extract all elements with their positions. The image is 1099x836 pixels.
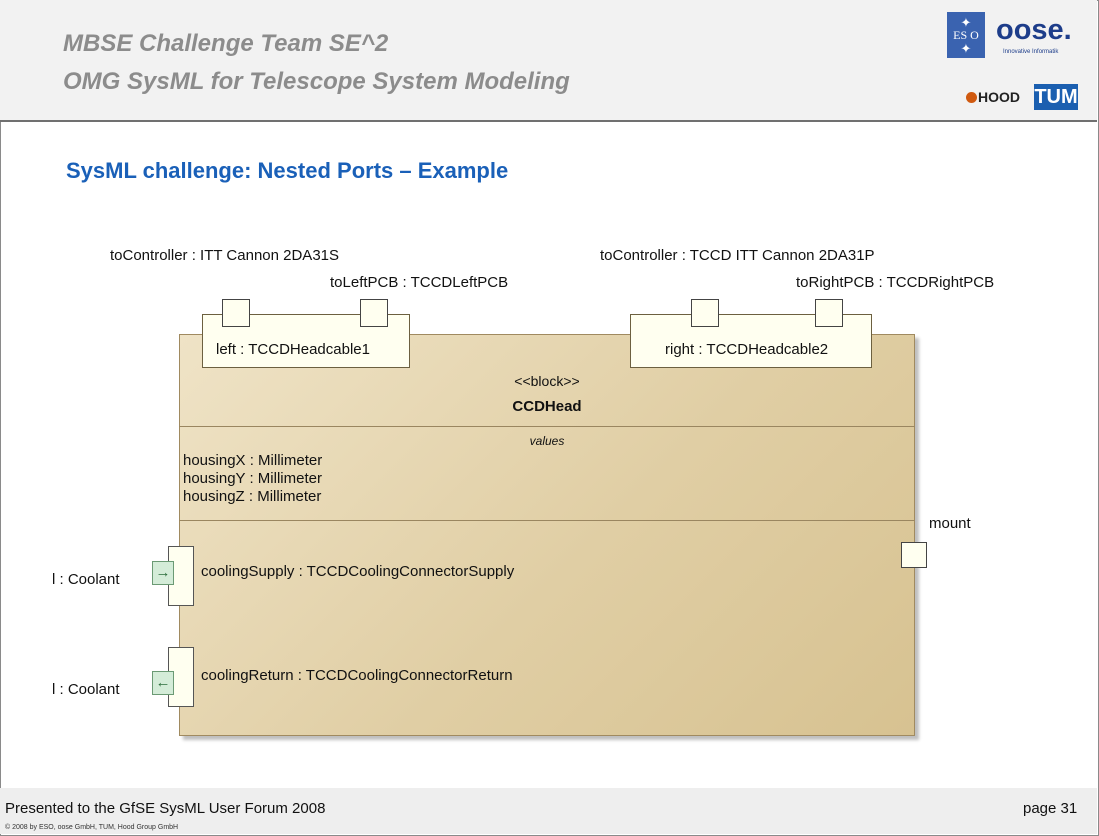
- right-outer-port-label: toController : TCCD ITT Cannon 2DA31P: [600, 247, 875, 264]
- right-part-label: right : TCCDHeadcable2: [665, 341, 829, 358]
- right-inner-port-label: toRightPCB : TCCDRightPCB: [796, 274, 995, 291]
- header-line-2: OMG SysML for Telescope System Modeling: [63, 68, 570, 95]
- left-outer-port[interactable]: [222, 299, 250, 327]
- cooling-return-label: coolingReturn : TCCDCoolingConnectorRetu…: [201, 667, 513, 684]
- arrow-left-icon[interactable]: ←: [152, 671, 174, 695]
- mount-port-label: mount: [929, 515, 971, 532]
- block-stereotype: <<block>>: [514, 373, 580, 389]
- ccdhead-block[interactable]: [179, 334, 915, 736]
- slide-title: SysML challenge: Nested Ports – Example: [66, 158, 509, 183]
- left-outer-port-label: toController : ITT Cannon 2DA31S: [110, 247, 340, 264]
- value-property: housingY : Millimeter: [183, 470, 322, 487]
- page-number: page 31: [1023, 800, 1078, 817]
- cooling-supply-label: coolingSupply : TCCDCoolingConnectorSupp…: [201, 563, 515, 580]
- oose-logo: oose.: [996, 14, 1072, 46]
- header-line-1: MBSE Challenge Team SE^2: [63, 30, 389, 57]
- arrow-right-icon[interactable]: →: [152, 561, 174, 585]
- compartment-divider: [179, 520, 915, 521]
- compartment-divider: [179, 426, 915, 427]
- values-compartment-header: values: [529, 434, 565, 448]
- left-inner-port[interactable]: [360, 299, 388, 327]
- footer-copyright: © 2008 by ESO, oose GmbH, TUM, Hood Grou…: [5, 824, 179, 831]
- cooling-supply-flow-label: l : Coolant: [52, 571, 120, 588]
- right-outer-port[interactable]: [691, 299, 719, 327]
- hood-logo-mark: [966, 92, 977, 103]
- value-property: housingX : Millimeter: [183, 452, 323, 469]
- tum-logo: TUM: [1034, 84, 1078, 110]
- footer-presented: Presented to the GfSE SysML User Forum 2…: [5, 800, 326, 817]
- slide-header: [0, 0, 1097, 122]
- block-name: CCDHead: [512, 398, 582, 415]
- hood-logo: HOOD: [966, 89, 1020, 105]
- right-inner-port[interactable]: [815, 299, 843, 327]
- oose-logo-tagline: Innovative Informatik: [1003, 49, 1059, 55]
- eso-logo: ✦ ES O ✦: [947, 12, 985, 58]
- slide-footer: [0, 788, 1097, 834]
- value-property: housingZ : Millimeter: [183, 488, 322, 505]
- left-part-label: left : TCCDHeadcable1: [216, 341, 370, 358]
- mount-port[interactable]: [901, 542, 927, 568]
- left-inner-port-label: toLeftPCB : TCCDLeftPCB: [330, 274, 509, 291]
- cooling-return-flow-label: l : Coolant: [52, 681, 120, 698]
